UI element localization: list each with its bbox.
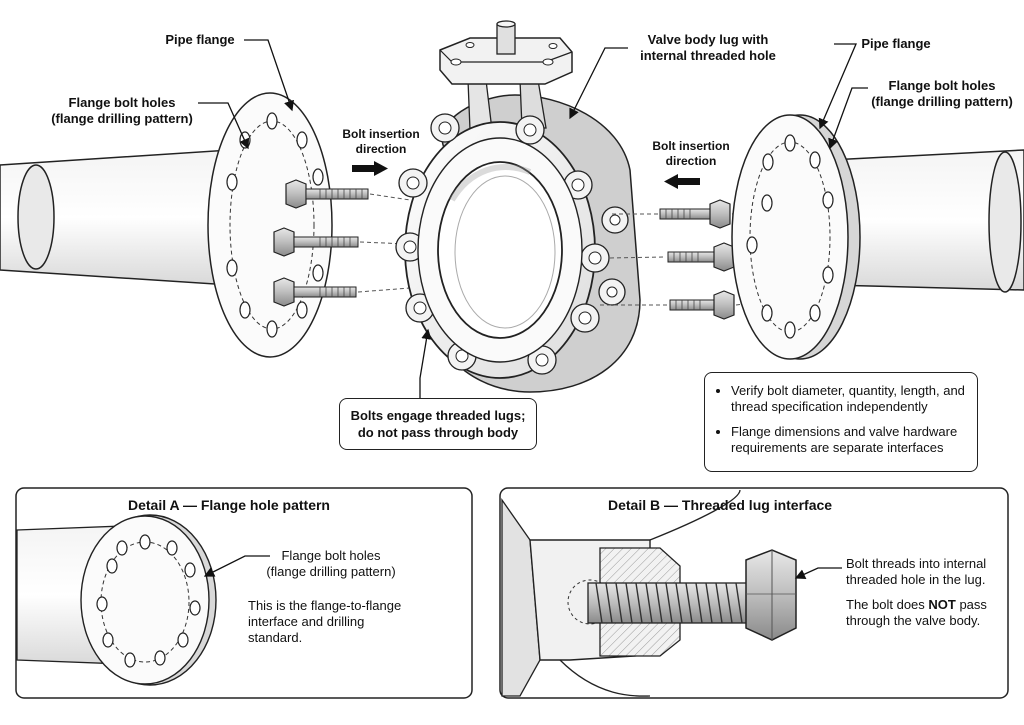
valve-body [395, 20, 641, 393]
detail-a-title: Detail A — Flange hole pattern [128, 497, 330, 513]
engage-callout-box: Bolts engage threaded lugs; do not pass … [339, 398, 537, 450]
detail-a-label: Flange bolt holes (flange drilling patte… [266, 548, 396, 579]
right-bolt-2 [667, 242, 735, 272]
detail-a-description: This is the flange-to-flange interface a… [248, 598, 402, 645]
notes-box: Verify bolt diameter, quantity, length, … [704, 372, 978, 472]
bolt-direction-right-label: Bolt insertion direction [652, 139, 730, 168]
pipe-flange-left-label: Pipe flange [165, 32, 235, 47]
right-pipe-flange [731, 114, 861, 360]
note-item: Verify bolt diameter, quantity, length, … [731, 383, 971, 415]
right-pipe [829, 149, 1024, 293]
pipe-flange-right-label: Pipe flange [861, 36, 931, 51]
right-flange-bolt-holes [746, 134, 834, 339]
leader-lines [198, 39, 868, 400]
right-bolt-3 [669, 290, 735, 320]
left-insertion-arrow [352, 161, 388, 176]
detail-b-bolt [587, 549, 797, 641]
flange-holes-right-label: Flange bolt holes (flange drilling patte… [871, 78, 1013, 109]
detail-b-title: Detail B — Threaded lug interface [608, 497, 833, 513]
detail-a-bolt-holes [96, 534, 201, 668]
flange-holes-left-label: Flange bolt holes (flange drilling patte… [51, 95, 193, 126]
left-bolt-3 [273, 277, 357, 307]
left-pipe-flange [207, 92, 333, 358]
bolt-direction-left-label: Bolt insertion direction [342, 127, 420, 156]
detail-b-leader [794, 567, 842, 579]
right-insertion-arrow [664, 174, 700, 189]
left-bolt-1 [285, 179, 369, 209]
right-bolt-1 [659, 199, 731, 229]
detail-b-text: Bolt threads into internal threaded hole… [846, 556, 987, 628]
left-pipe [0, 149, 231, 286]
detail-a-pipe [16, 514, 217, 686]
detail-a-leader [203, 555, 270, 577]
left-bolts [273, 179, 411, 307]
note-item: Flange dimensions and valve hardware req… [731, 424, 971, 456]
valve-lug-label: Valve body lug with internal threaded ho… [640, 32, 776, 63]
